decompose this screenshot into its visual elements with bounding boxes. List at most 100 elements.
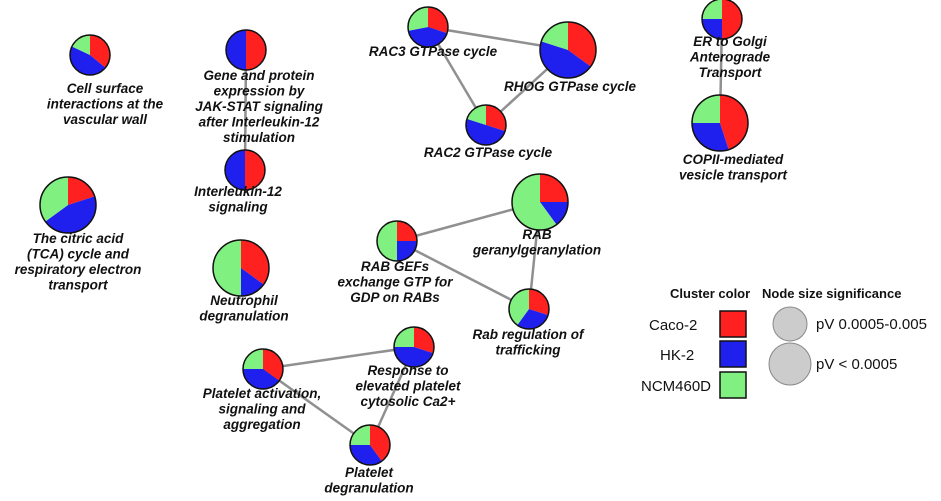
slice-jak_stat-hk2 <box>226 30 246 70</box>
legend-label-ncm460d: NCM460D <box>641 378 711 395</box>
slice-cell_surface-ncm460d <box>71 35 90 55</box>
node-label-rac3: RAC3 GTPase cycle <box>369 44 498 59</box>
node-outline-cell_surface <box>69 34 111 76</box>
node-label-line: expression by <box>214 84 306 99</box>
slice-rab_reg-hk2 <box>517 309 549 329</box>
node-label-line: RAB GEFs <box>361 259 430 274</box>
node-platelet_degr <box>349 424 391 466</box>
node-label-line: ER to Golgi <box>693 34 767 49</box>
node-outline-rab_reg <box>508 288 550 330</box>
slice-tca-hk2 <box>45 196 97 234</box>
node-outline-ca2 <box>393 326 435 368</box>
slice-platelet_degr-caco2 <box>370 425 390 462</box>
slice-copii-caco2 <box>720 95 748 150</box>
node-neutrophil <box>212 239 270 297</box>
slice-rab_gefs-hk2 <box>397 241 417 261</box>
slice-rab_gg-ncm460d <box>512 174 557 230</box>
slice-platelet_degr-ncm460d <box>350 425 370 445</box>
node-outline-rac2 <box>465 104 507 146</box>
node-jak_stat <box>225 29 267 71</box>
node-outline-rab_gg <box>511 173 569 231</box>
node-label-line: Interleukin-12 <box>194 184 282 199</box>
slice-platelet_degr-hk2 <box>350 445 382 465</box>
slice-ca2-caco2 <box>414 327 434 354</box>
node-layer <box>39 0 749 466</box>
legend-label-hk2: HK-2 <box>660 347 694 364</box>
slice-er_golgi-caco2 <box>722 0 742 39</box>
node-label-line: signaling <box>208 200 268 215</box>
node-rhog <box>539 21 597 79</box>
node-outline-jak_stat <box>225 29 267 71</box>
slice-il12-hk2 <box>225 150 245 190</box>
slice-cell_surface-hk2 <box>69 46 106 76</box>
node-copii <box>691 94 749 152</box>
node-label-line: cytosolic Ca2+ <box>361 394 456 409</box>
slice-rab_gefs-ncm460d <box>377 221 397 261</box>
node-label-line: Gene and protein <box>203 68 314 83</box>
edge-platelet_act-platelet_degr <box>262 367 371 447</box>
node-label-line: JAK-STAT signaling <box>195 99 324 114</box>
slice-er_golgi-ncm460d <box>702 0 722 19</box>
slice-rhog-ncm460d <box>541 22 568 50</box>
node-label-line: Rab regulation of <box>473 327 586 342</box>
node-rab_gg <box>511 173 569 231</box>
edge-platelet_act-ca2 <box>262 345 415 371</box>
slice-rab_gefs-caco2 <box>397 221 417 241</box>
node-label-line: vesicle transport <box>679 168 788 183</box>
node-ca2 <box>393 326 435 368</box>
slice-copii-hk2 <box>692 123 729 151</box>
legend-size-large-label: pV < 0.0005 <box>816 356 897 373</box>
slice-ca2-hk2 <box>394 347 434 367</box>
node-rac2 <box>465 104 507 146</box>
node-tca <box>39 176 97 234</box>
legend-size-title: Node size significance <box>762 286 901 301</box>
slice-tca-caco2 <box>68 177 95 205</box>
node-label-line: RAC2 GTPase cycle <box>424 145 553 160</box>
node-label-line: Platelet <box>345 465 394 480</box>
node-rab_reg <box>508 288 550 330</box>
node-rac3 <box>407 6 449 48</box>
node-outline-rhog <box>539 21 597 79</box>
node-outline-platelet_degr <box>349 424 391 466</box>
legend-size-large <box>768 342 812 386</box>
node-label-line: (TCA) cycle and <box>27 247 130 262</box>
slice-jak_stat-caco2 <box>246 30 266 70</box>
node-label-line: The citric acid <box>33 231 125 246</box>
legend-swatch-caco2 <box>719 310 747 338</box>
legend-size-small-label: pV 0.0005-0.005 <box>816 316 927 333</box>
slice-rab_reg-ncm460d <box>509 289 529 326</box>
slice-neutrophil-hk2 <box>241 268 264 296</box>
slice-copii-ncm460d <box>692 95 720 123</box>
slice-rac2-hk2 <box>465 118 506 146</box>
slice-rab_reg-caco2 <box>529 289 549 316</box>
node-label-line: Anterograde <box>689 50 771 65</box>
node-label-line: GDP on RABs <box>350 290 440 305</box>
node-label-rhog: RHOG GTPase cycle <box>504 79 637 94</box>
node-label-line: trafficking <box>495 343 561 358</box>
slice-platelet_act-ncm460d <box>243 349 263 369</box>
node-label-line: exchange GTP for <box>337 275 453 290</box>
node-il12 <box>224 149 266 191</box>
node-label-line: signaling and <box>218 402 306 417</box>
slice-rab_gg-hk2 <box>540 202 568 225</box>
node-label-line: Neutrophil <box>210 293 278 308</box>
slice-rac2-ncm460d <box>466 105 486 125</box>
slice-rac2-caco2 <box>486 105 506 132</box>
slice-platelet_act-caco2 <box>263 349 283 381</box>
node-outline-er_golgi <box>701 0 743 40</box>
node-platelet_act <box>242 348 284 390</box>
node-label-line: stimulation <box>223 130 295 145</box>
node-label-line: degranulation <box>324 481 413 496</box>
